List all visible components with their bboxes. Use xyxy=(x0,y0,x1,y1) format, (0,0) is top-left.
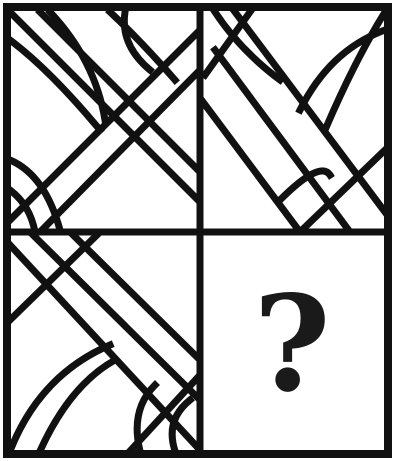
missing-cell-question-mark: ? xyxy=(253,267,330,422)
puzzle-cell-bottom-right: ? xyxy=(200,232,385,451)
